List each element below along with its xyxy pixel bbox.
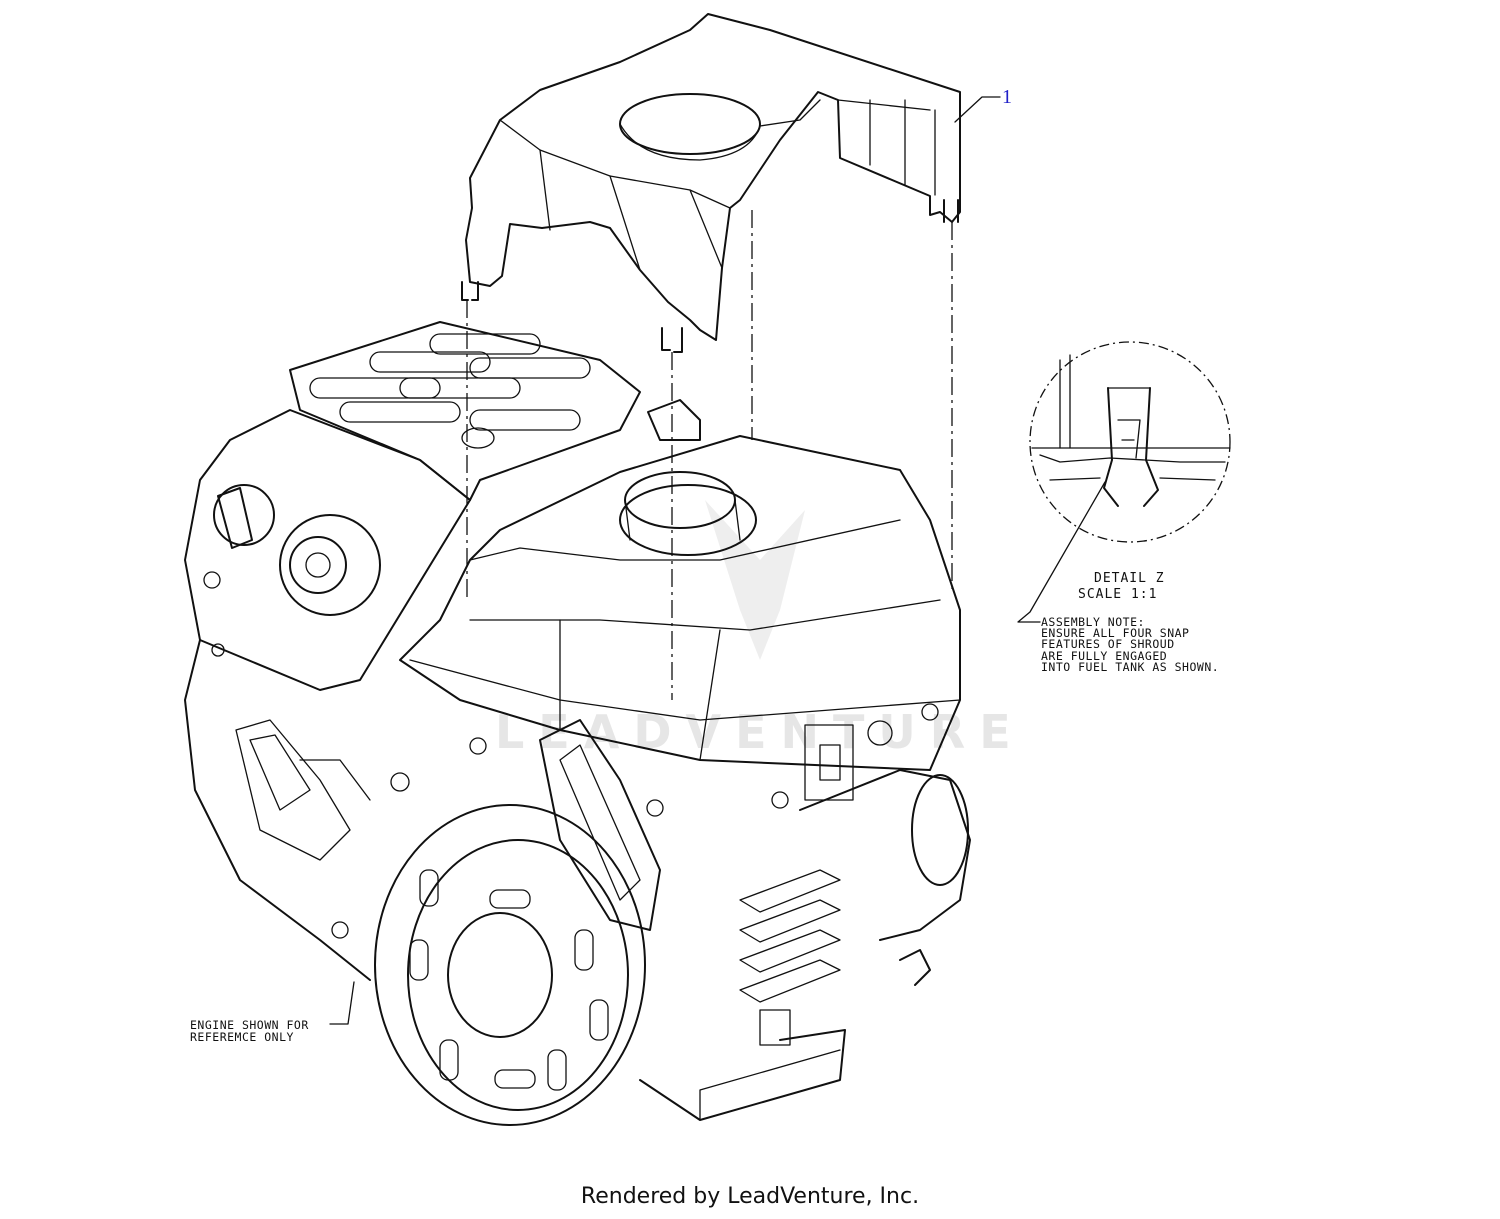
callout-number: 1 (1002, 86, 1012, 108)
callout-1[interactable]: 1 (954, 86, 1012, 123)
engine-note: ENGINE SHOWN FOR REFEREMCE ONLY (190, 1018, 309, 1044)
detail-z-view (1029, 341, 1231, 543)
watermark-text: LEADVENTURE (495, 705, 1025, 759)
assembly-note-line: FEATURES OF SHROUD (1041, 637, 1175, 651)
assembly-note-line: ENSURE ALL FOUR SNAP (1041, 626, 1189, 640)
shroud-part[interactable] (461, 13, 961, 353)
assembly-note-line: ARE FULLY ENGAGED (1041, 649, 1167, 663)
engine-note-line: REFEREMCE ONLY (190, 1030, 294, 1044)
engine-note-line: ENGINE SHOWN FOR (190, 1018, 309, 1032)
assembly-note-line: INTO FUEL TANK AS SHOWN. (1041, 660, 1219, 674)
engine-illustration (184, 321, 971, 1126)
footer-credit: Rendered by LeadVenture, Inc. (580, 1184, 920, 1209)
watermark: LEADVENTURE (495, 500, 1025, 759)
detail-scale: SCALE 1:1 (1078, 587, 1157, 602)
assembly-note: ASSEMBLY NOTE: ENSURE ALL FOUR SNAP FEAT… (1041, 615, 1219, 674)
assembly-note-line: ASSEMBLY NOTE: (1041, 615, 1145, 629)
detail-title: DETAIL Z (1094, 571, 1165, 586)
assembly-lines (466, 210, 953, 700)
